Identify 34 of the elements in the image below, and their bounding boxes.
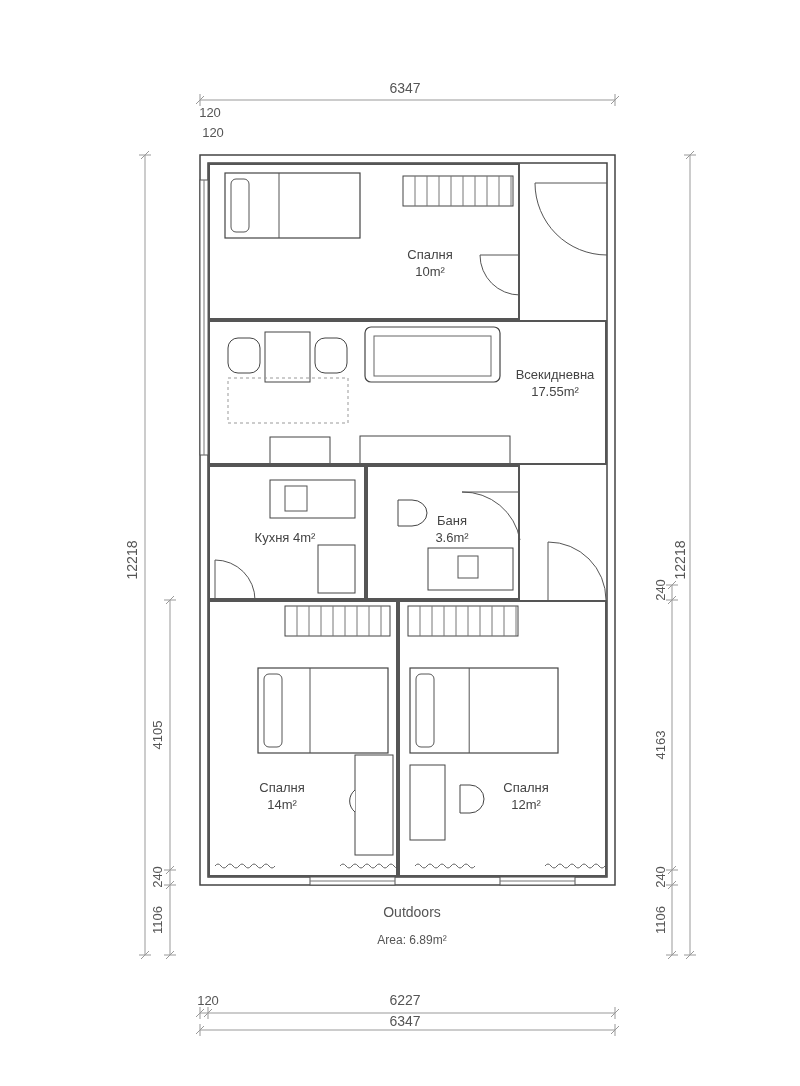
dimension-label: 12218	[124, 540, 140, 580]
room-area: 17.55m²	[531, 384, 579, 400]
dimension-label: 1106	[652, 906, 668, 934]
dimension-label: 120	[199, 104, 221, 120]
dimension-label: 12218	[672, 540, 688, 580]
outdoor-label: Outdoors	[383, 904, 441, 920]
dimension-label: 1106	[149, 906, 165, 934]
room-name: Спалня	[259, 780, 305, 796]
room-outline	[208, 163, 520, 320]
room-area: 12m²	[511, 797, 541, 813]
room-outline	[208, 600, 398, 877]
room-area: 14m²	[267, 797, 297, 813]
dimension-label: 120	[202, 124, 224, 140]
dimension-label: 240	[652, 866, 668, 888]
room-label: Кухня 4m²	[254, 530, 316, 546]
dimension-label: 6347	[389, 1013, 421, 1029]
dimension-label: 240	[652, 579, 668, 601]
area-label: Area: 6.89m²	[377, 933, 447, 947]
room-outline	[208, 465, 366, 600]
dimension-label: 6347	[389, 80, 421, 96]
dimension-label: 240	[149, 866, 165, 888]
dimension-label: 6227	[389, 992, 421, 1008]
room-name: Баня	[437, 513, 467, 529]
room-name: Спалня	[407, 247, 453, 263]
dimension-label: 120	[197, 992, 219, 1008]
room-outline	[366, 465, 520, 600]
room-name: Всекидневна	[515, 367, 595, 383]
room-outline	[398, 600, 607, 877]
room-area: 3.6m²	[435, 530, 469, 546]
room-name: Спалня	[503, 780, 549, 796]
dimension-label: 4163	[652, 730, 668, 760]
room-area: 10m²	[415, 264, 445, 280]
dimension-label: 4105	[149, 720, 165, 750]
room-outline	[208, 320, 607, 465]
